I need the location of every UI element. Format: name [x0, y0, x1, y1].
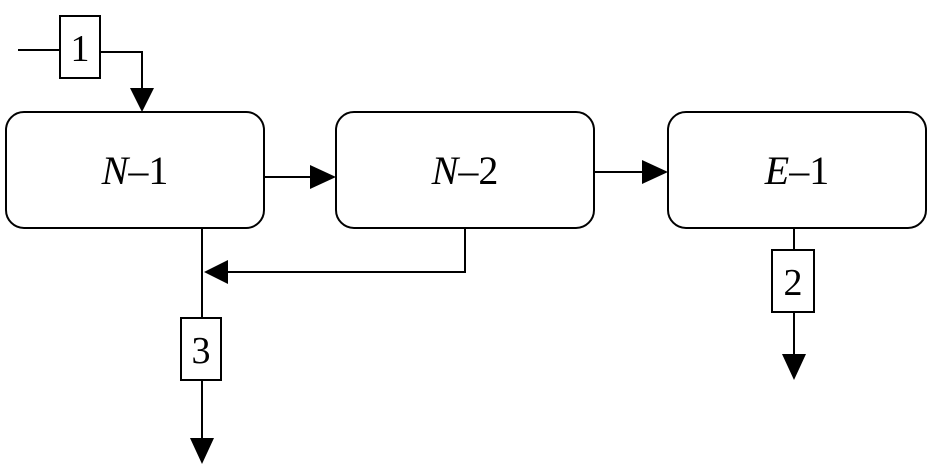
stream-1-label: 1 [71, 28, 90, 70]
arrow-n2-to-e1 [594, 160, 668, 184]
recycle-line [226, 228, 466, 273]
unit-n2-label: N–2 [431, 148, 499, 193]
product-arrowhead [782, 354, 806, 380]
stream-2-tag [771, 249, 815, 313]
stream-1-tag [59, 15, 101, 79]
connector-arrowhead [310, 165, 336, 189]
unit-e1-box [667, 111, 927, 229]
unit-e1-label: E–1 [764, 148, 829, 193]
unit-n2: N–2 [335, 111, 595, 229]
recycle-n2-to-n1 [204, 228, 466, 284]
feed-line-out [100, 51, 143, 92]
unit-n1: N–1 [5, 111, 265, 229]
stream-3-product: 3 [180, 228, 222, 464]
stream-1-feed: 1 [18, 15, 154, 112]
product-arrowhead [190, 438, 214, 464]
unit-n1-box [5, 111, 265, 229]
unit-e1: E–1 [667, 111, 927, 229]
arrow-n1-to-n2 [264, 165, 336, 189]
recycle-arrowhead [204, 260, 228, 284]
stream-2-product: 2 [771, 228, 815, 380]
connector-arrowhead [642, 160, 668, 184]
stream-3-label: 3 [192, 330, 211, 372]
stream-2-label: 2 [784, 262, 803, 304]
feed-arrowhead [130, 88, 154, 112]
unit-n1-label: N–1 [101, 148, 169, 193]
